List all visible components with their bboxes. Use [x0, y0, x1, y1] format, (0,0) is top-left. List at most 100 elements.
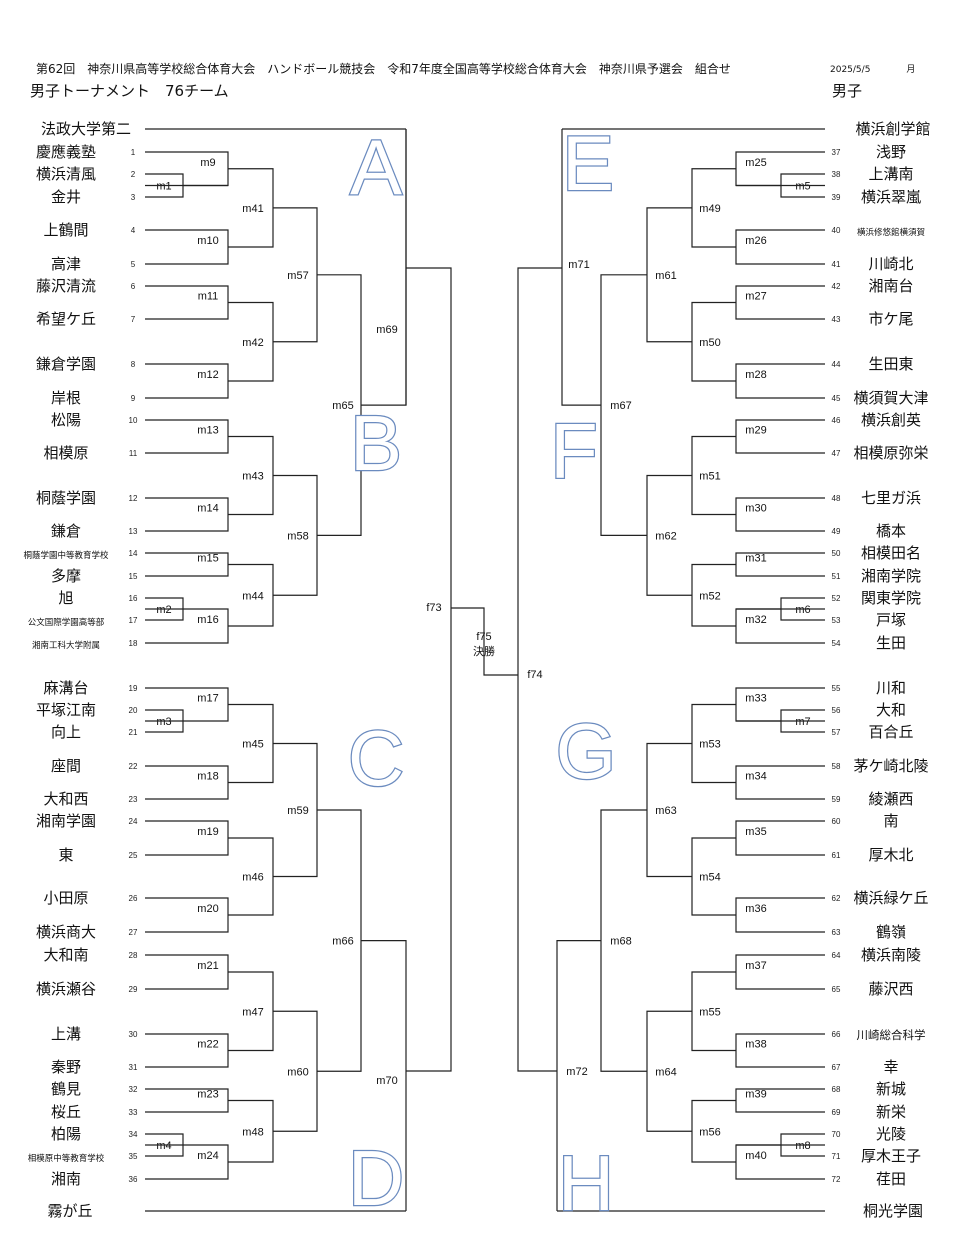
team-name-right: 厚木北	[868, 846, 913, 864]
seed-number: 23	[129, 795, 138, 804]
team-name-right: 戸塚	[876, 611, 906, 629]
match-label: m6	[795, 604, 810, 616]
seed-number: 46	[832, 416, 841, 425]
seed-number: 30	[129, 1030, 138, 1039]
team-name-right: 藤沢西	[868, 980, 913, 998]
team-name-right: 横浜南陵	[861, 946, 921, 964]
team-name-left: 横浜瀬谷	[36, 980, 96, 998]
seed-number: 39	[832, 193, 841, 202]
seed-number: 24	[129, 817, 138, 826]
team-name-right: 浅野	[876, 143, 906, 161]
block-letter-c: C	[348, 714, 404, 802]
team-name-left: 大和西	[43, 790, 88, 808]
seed-number: 26	[129, 894, 138, 903]
team-name-left: 湘南学園	[36, 812, 96, 830]
seed-number: 15	[129, 572, 138, 581]
team-name-right: 生田東	[868, 355, 913, 373]
team-name-right: 横浜翠嵐	[861, 188, 921, 206]
match-label: m34	[745, 771, 766, 783]
team-name-right: 荏田	[876, 1170, 906, 1188]
block-letter-d: D	[348, 1134, 404, 1222]
team-name-left: 高津	[51, 255, 81, 273]
seed-number: 36	[129, 1175, 138, 1184]
seed-number: 1	[131, 148, 136, 157]
match-label: m5	[795, 181, 810, 193]
seed-number: 38	[832, 170, 841, 179]
match-label: m53	[699, 739, 720, 751]
match-label: f75	[476, 631, 491, 643]
block-letter-e: E	[562, 119, 614, 207]
team-name-left: 希望ケ丘	[36, 310, 96, 328]
team-name-left: 上溝	[51, 1025, 81, 1043]
match-label: m45	[242, 739, 263, 751]
team-name-left: 桐蔭学園中等教育学校	[23, 550, 109, 561]
match-label: m25	[745, 157, 766, 169]
seed-number: 6	[131, 282, 136, 291]
tournament-subtitle-left: 男子トーナメント 76チーム	[30, 82, 229, 100]
seed-number: 57	[832, 728, 841, 737]
team-name-left: 岸根	[51, 389, 81, 407]
match-label: m55	[699, 1006, 720, 1018]
team-name-right: 橋本	[876, 522, 906, 540]
seed-number: 42	[832, 282, 841, 291]
team-name-right: 南	[883, 812, 898, 830]
match-label: m21	[197, 960, 218, 972]
seed-number: 41	[832, 260, 841, 269]
seed-number: 58	[832, 762, 841, 771]
match-label: m12	[197, 369, 218, 381]
seed-number: 28	[129, 951, 138, 960]
match-label: m50	[699, 337, 720, 349]
match-label: f73	[426, 602, 441, 614]
team-name-right: 横浜創英	[861, 411, 921, 429]
match-label: m54	[699, 872, 720, 884]
team-name-right: 百合丘	[868, 723, 913, 741]
seed-number: 52	[832, 594, 841, 603]
seed-number: 66	[832, 1030, 841, 1039]
match-label: m72	[566, 1066, 587, 1078]
match-label: m36	[745, 903, 766, 915]
match-label: m17	[197, 693, 218, 705]
match-label: m63	[655, 805, 676, 817]
seed-number: 37	[832, 148, 841, 157]
seed-number: 53	[832, 616, 841, 625]
match-label: m64	[655, 1066, 676, 1078]
team-name-left: 平塚江南	[36, 701, 96, 719]
team-name-right: 川和	[876, 679, 906, 697]
seed-number: 35	[129, 1152, 138, 1161]
final-label: 決勝	[473, 644, 495, 658]
bracket-line	[561, 129, 601, 406]
seed-number: 14	[129, 549, 138, 558]
seed-number: 72	[832, 1175, 841, 1184]
seed-number: 9	[131, 394, 136, 403]
seed-number: 43	[832, 315, 841, 324]
seed-number: 18	[129, 639, 138, 648]
match-label: m3	[156, 716, 171, 728]
team-name-right: 川崎北	[868, 255, 913, 273]
match-label: m35	[745, 826, 766, 838]
tournament-subtitle-right: 男子	[832, 82, 863, 100]
seed-number: 40	[832, 226, 841, 235]
match-label: m56	[699, 1126, 720, 1138]
block-letter-f: F	[550, 407, 598, 495]
match-label: m1	[156, 181, 171, 193]
match-label: m71	[568, 259, 589, 271]
seed-number: 61	[832, 851, 841, 860]
match-label: m19	[197, 826, 218, 838]
team-name-left: 松陽	[51, 411, 81, 429]
team-name-left: 向上	[51, 723, 81, 741]
seed-number: 50	[832, 549, 841, 558]
seed-number: 4	[131, 226, 136, 235]
match-label: m9	[200, 157, 215, 169]
seed-number: 5	[131, 260, 136, 269]
seed-number: 68	[832, 1085, 841, 1094]
match-label: m29	[745, 425, 766, 437]
match-label: m20	[197, 903, 218, 915]
match-label: m27	[745, 291, 766, 303]
team-name-left: 湘南	[51, 1170, 81, 1188]
match-label: m61	[655, 270, 676, 282]
bracket-line	[556, 940, 601, 1211]
team-name-right: 上溝南	[868, 165, 913, 183]
seed-number: 16	[129, 594, 138, 603]
match-label: m23	[197, 1089, 218, 1101]
